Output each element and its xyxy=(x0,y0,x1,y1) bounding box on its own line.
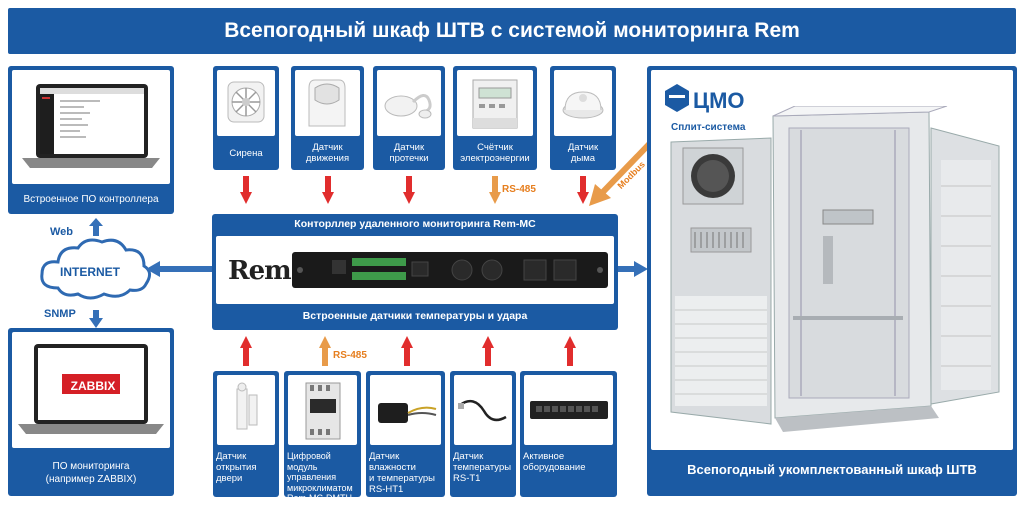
arrow-to-internet xyxy=(146,261,218,277)
motion-sensor-icon xyxy=(308,79,346,127)
arrow-temperature xyxy=(482,336,494,366)
temperature-sensor-panel: Датчик температуры RS-T1 xyxy=(450,371,516,497)
arrow-motion xyxy=(322,176,334,204)
rem-logo: Rem xyxy=(228,256,292,286)
arrow-door xyxy=(240,336,252,366)
smoke-detector-icon xyxy=(562,91,604,119)
motion-sensor-label: Датчик движения xyxy=(305,142,350,164)
door-sensor-panel: Датчик открытия двери xyxy=(213,371,279,497)
energy-meter-icon xyxy=(472,79,518,129)
siren-panel: Сирена xyxy=(213,66,279,170)
leak-sensor-panel: Датчик протечки xyxy=(373,66,445,170)
web-label: Web xyxy=(50,226,74,238)
controller-bottom-label: Встроенные датчики температуры и удара xyxy=(302,310,528,322)
energy-meter-label: Счётчик электроэнергии xyxy=(460,142,530,164)
active-equipment-label: Активное оборудование xyxy=(523,451,586,473)
dmth-module-panel: Цифровой модуль управления микроклиматом… xyxy=(284,371,361,503)
rem-mc-controller-icon xyxy=(292,252,608,288)
siren-label: Сирена xyxy=(229,148,263,159)
arrow-dmth xyxy=(319,336,331,366)
controller-software-panel: Встроенное ПО контроллера xyxy=(8,66,174,214)
cmo-logo-icon xyxy=(665,84,689,112)
smoke-detector-panel: Датчик дыма xyxy=(550,66,616,170)
page-title: Всепогодный шкаф ШТВ с системой монитори… xyxy=(8,8,1016,54)
energy-meter-panel: Счётчик электроэнергии xyxy=(453,66,537,170)
controller-panel: Конторллер удаленного мониторинга Rem-MC… xyxy=(212,214,618,330)
monitoring-software-panel: ZABBIX ПО мониторинга (например ZABBIX) xyxy=(8,328,174,496)
motion-sensor-panel: Датчик движения xyxy=(291,66,364,170)
dmth-module-label: Цифровой модуль управления микроклиматом… xyxy=(287,451,353,503)
leak-sensor-label: Датчик протечки xyxy=(389,142,429,164)
humidity-sensor-label: Датчик влажности и температуры RS-HT1 xyxy=(369,451,436,495)
controller-software-label: Встроенное ПО контроллера xyxy=(23,194,159,205)
laptop-controller-ui-icon xyxy=(22,84,160,168)
cmo-brand: ЦМО xyxy=(693,88,745,113)
snmp-label: SNMP xyxy=(44,308,76,320)
arrow-leak xyxy=(403,176,415,204)
humidity-sensor-icon xyxy=(378,403,437,423)
rs485-bottom-label: RS-485 xyxy=(333,350,367,361)
door-sensor-label: Датчик открытия двери xyxy=(216,451,257,484)
weatherproof-cabinet-icon xyxy=(670,106,1000,432)
split-system-label: Сплит-система xyxy=(671,122,746,133)
din-module-icon xyxy=(305,382,341,440)
temperature-sensor-label: Датчик температуры RS-T1 xyxy=(453,451,512,484)
arrow-energy-meter xyxy=(489,176,501,204)
rs485-top-label: RS-485 xyxy=(502,184,536,195)
humidity-sensor-panel: Датчик влажности и температуры RS-HT1 xyxy=(366,371,445,497)
monitoring-software-label: ПО мониторинга (например ZABBIX) xyxy=(45,461,137,485)
arrow-smoke xyxy=(577,176,589,204)
active-equipment-panel: Активное оборудование xyxy=(520,371,617,497)
zabbix-logo: ZABBIX xyxy=(70,379,116,393)
arrow-humidity xyxy=(401,336,413,366)
laptop-zabbix-icon xyxy=(18,344,164,434)
cabinet-caption: Всепогодный укомплектованный шкаф ШТВ xyxy=(687,462,977,477)
arrow-active xyxy=(564,336,576,366)
internet-cloud-icon xyxy=(40,218,151,328)
internet-label: INTERNET xyxy=(60,265,120,279)
smoke-detector-label: Датчик дыма xyxy=(567,142,599,164)
network-switch-icon xyxy=(530,401,608,419)
arrow-to-cabinet xyxy=(618,261,648,277)
leak-sensor-icon xyxy=(384,94,432,119)
controller-title: Конторллер удаленного мониторинга Rem-MC xyxy=(294,218,536,230)
siren-icon xyxy=(227,81,265,123)
cabinet-panel: ЦМО Сплит-система Вс xyxy=(647,66,1017,496)
temperature-probe-icon xyxy=(458,399,507,422)
arrow-siren xyxy=(240,176,252,204)
door-sensor-icon xyxy=(236,382,258,430)
